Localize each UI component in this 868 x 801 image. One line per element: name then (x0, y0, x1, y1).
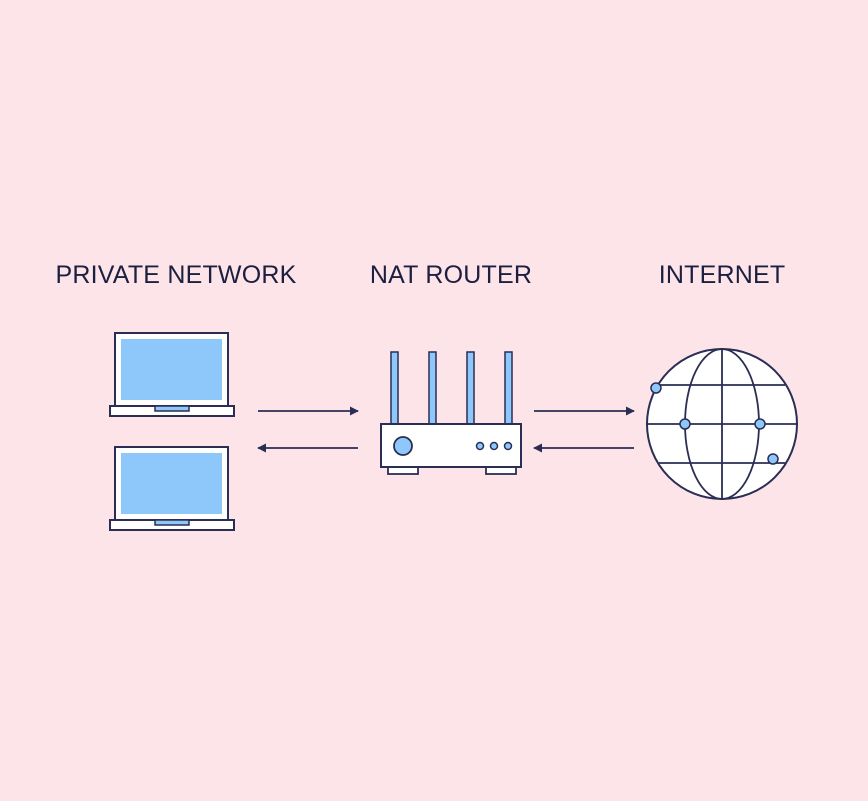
internet-label: INTERNET (658, 261, 786, 289)
globe-icon (646, 348, 798, 500)
laptop-icon (109, 332, 235, 417)
private-network-label: PRIVATE NETWORK (55, 261, 297, 289)
router-icon (380, 351, 522, 475)
laptop-icon (109, 446, 235, 531)
nat-router-label: NAT ROUTER (369, 261, 533, 289)
